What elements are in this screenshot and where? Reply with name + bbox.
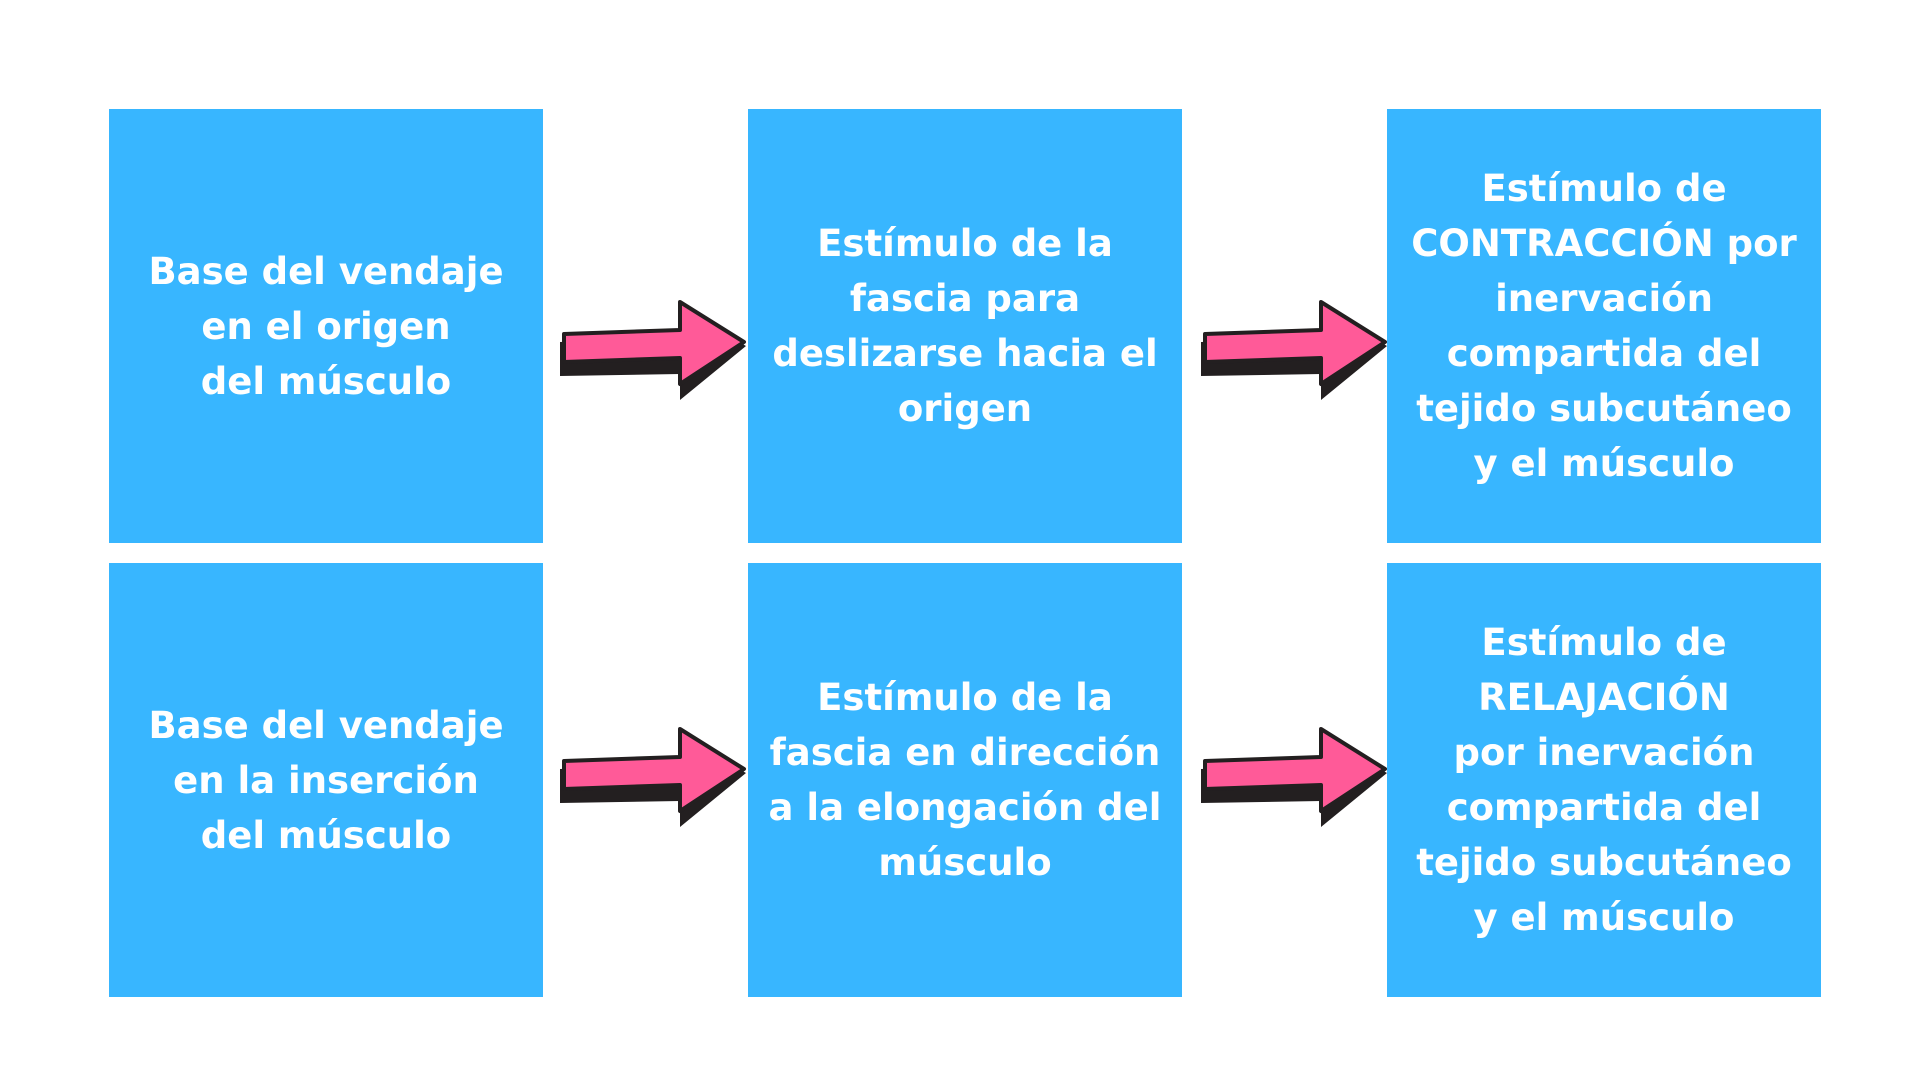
step-box-contraction: Estímulo de CONTRACCIÓN por inervación c… xyxy=(1387,109,1821,543)
step-text: Estímulo de CONTRACCIÓN por inervación c… xyxy=(1411,167,1797,485)
step-box-fascia-elongation: Estímulo de la fascia en dirección a la … xyxy=(748,563,1182,997)
right-arrow-icon xyxy=(558,300,748,410)
step-text: Base del vendaje en el origen del múscul… xyxy=(148,249,504,403)
step-box-fascia-origin: Estímulo de la fascia para deslizarse ha… xyxy=(748,109,1182,543)
step-box-origin-base: Base del vendaje en el origen del múscul… xyxy=(109,109,543,543)
step-text: Base del vendaje en la inserción del mús… xyxy=(148,703,504,857)
step-box-insertion-base: Base del vendaje en la inserción del mús… xyxy=(109,563,543,997)
step-text: Estímulo de RELAJACIÓN por inervación co… xyxy=(1416,621,1792,939)
step-text: Estímulo de la fascia en dirección a la … xyxy=(768,676,1162,884)
right-arrow-icon xyxy=(558,727,748,837)
right-arrow-icon xyxy=(1199,727,1389,837)
step-box-relaxation: Estímulo de RELAJACIÓN por inervación co… xyxy=(1387,563,1821,997)
step-text: Estímulo de la fascia para deslizarse ha… xyxy=(772,222,1158,430)
right-arrow-icon xyxy=(1199,300,1389,410)
